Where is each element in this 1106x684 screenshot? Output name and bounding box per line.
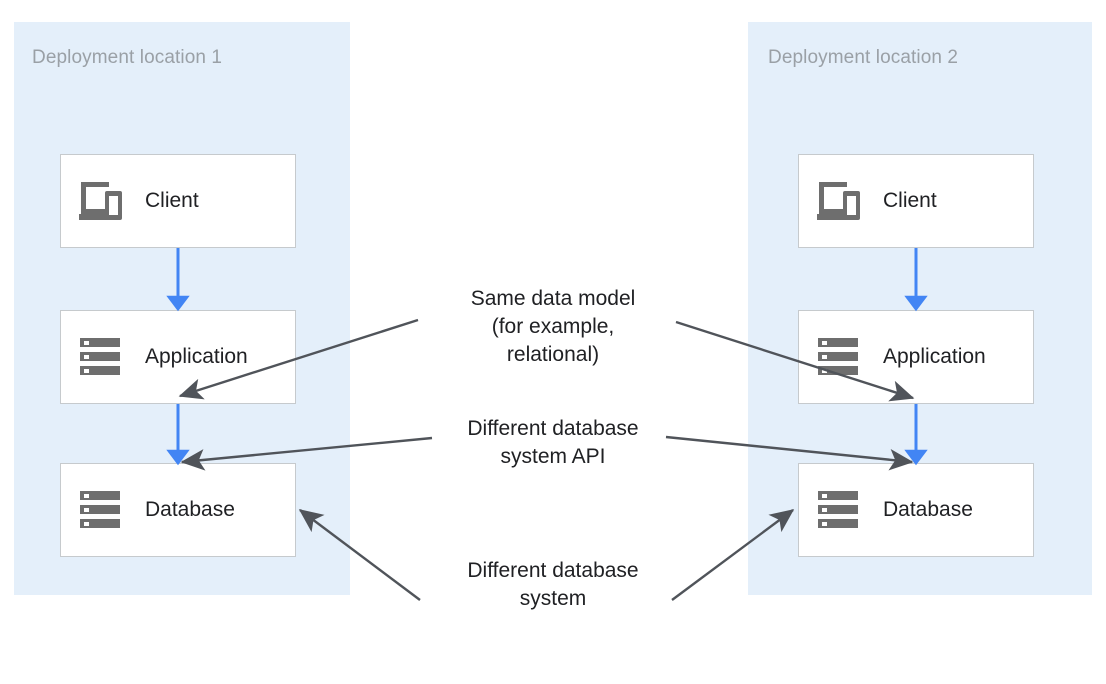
node-database-2-label: Database [883,498,973,521]
annotation-different-database-system-api: Different database system API [423,415,683,471]
server-icon [79,336,125,378]
devices-icon [817,180,863,222]
annotation-different-database-system-api-line-1: Different database [467,417,639,440]
node-application-2-label: Application [883,345,986,368]
deployment-zone-1-label: Deployment location 1 [32,47,223,68]
server-icon [817,336,863,378]
server-icon [79,489,125,531]
server-icon [817,489,863,531]
annotation-same-data-model-line-1: Same data model [470,287,636,310]
annotation-different-database-system-line-1: Different database [467,559,639,582]
annotation-different-database-system: Different database system [423,557,683,613]
node-client-2-label: Client [883,189,937,212]
node-application-1[interactable]: Application [60,310,296,404]
node-application-2[interactable]: Application [798,310,1034,404]
annotation-same-data-model: Same data model (for example, relational… [423,285,683,369]
deployment-zone-2-label: Deployment location 2 [768,47,959,68]
devices-icon [79,180,125,222]
annotation-different-database-system-line-2: system [519,587,587,610]
annotation-same-data-model-line-2: (for example, [491,315,615,338]
node-client-2[interactable]: Client [798,154,1034,248]
node-database-1[interactable]: Database [60,463,296,557]
node-client-1[interactable]: Client [60,154,296,248]
node-database-2[interactable]: Database [798,463,1034,557]
node-application-1-label: Application [145,345,248,368]
annotation-same-data-model-line-3: relational) [506,343,600,366]
annotation-different-database-system-api-line-2: system API [500,445,606,468]
node-client-1-label: Client [145,189,199,212]
node-database-1-label: Database [145,498,235,521]
